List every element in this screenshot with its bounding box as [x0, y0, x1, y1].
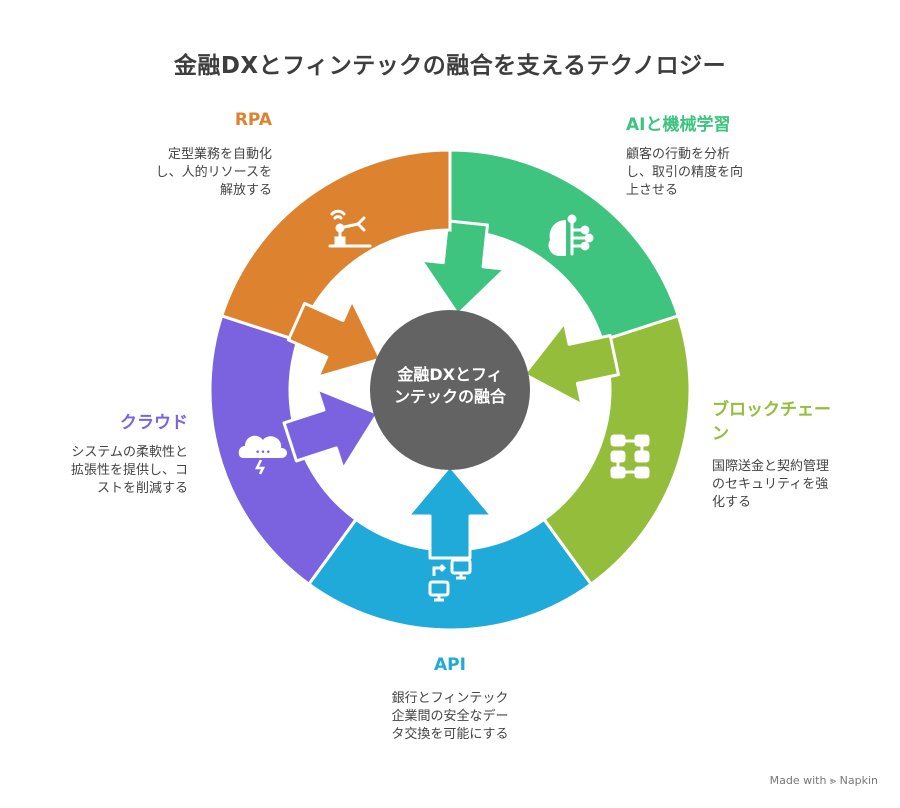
segment-desc-api: 銀行とフィンテック 企業間の安全なデー タ交換を可能にする: [391, 691, 509, 742]
robot-arm-icon: [328, 209, 372, 248]
segment-label-ai: AIと機械学習: [626, 115, 731, 135]
arrow-api: [406, 464, 494, 560]
svg-text:•••: •••: [255, 448, 271, 458]
segment-desc-rpa: 定型業務を自動化 し、人的リソースを 解放する: [155, 147, 272, 198]
computer-sync-icon: [428, 558, 472, 602]
segment-desc-ai: 顧客の行動を分析 し、取引の精度を向 上させる: [626, 147, 744, 198]
blockchain-nodes-icon: [610, 434, 650, 479]
segment-label-rpa: RPA: [234, 110, 272, 130]
hub-label: 金融DXとフィ ンテックの融合: [393, 365, 506, 406]
brain-circuit-icon: [548, 214, 594, 256]
segment-label-blockchain: ブロックチェー ン: [712, 400, 831, 444]
segment-desc-blockchain: 国際送金と契約管理 のセキュリティを強 化する: [712, 459, 830, 510]
arrow-ai: [419, 219, 507, 316]
arrow-blockchain: [522, 321, 620, 407]
arrow-rpa: [286, 298, 383, 379]
segment-desc-cloud: システムの柔軟性と 拡張性を提供し、コ ストを削減する: [70, 445, 188, 496]
page-title: 金融DXとフィンテックの融合を支えるテクノロジー: [173, 53, 727, 79]
hub-circle: [370, 310, 530, 470]
segment-label-cloud: クラウド: [120, 413, 188, 433]
segment-label-api: API: [434, 655, 466, 675]
arrow-cloud: [282, 387, 380, 471]
storm-cloud-icon: •••: [238, 435, 287, 475]
napkin-footer: Made with ⪢ Napkin: [769, 774, 878, 787]
